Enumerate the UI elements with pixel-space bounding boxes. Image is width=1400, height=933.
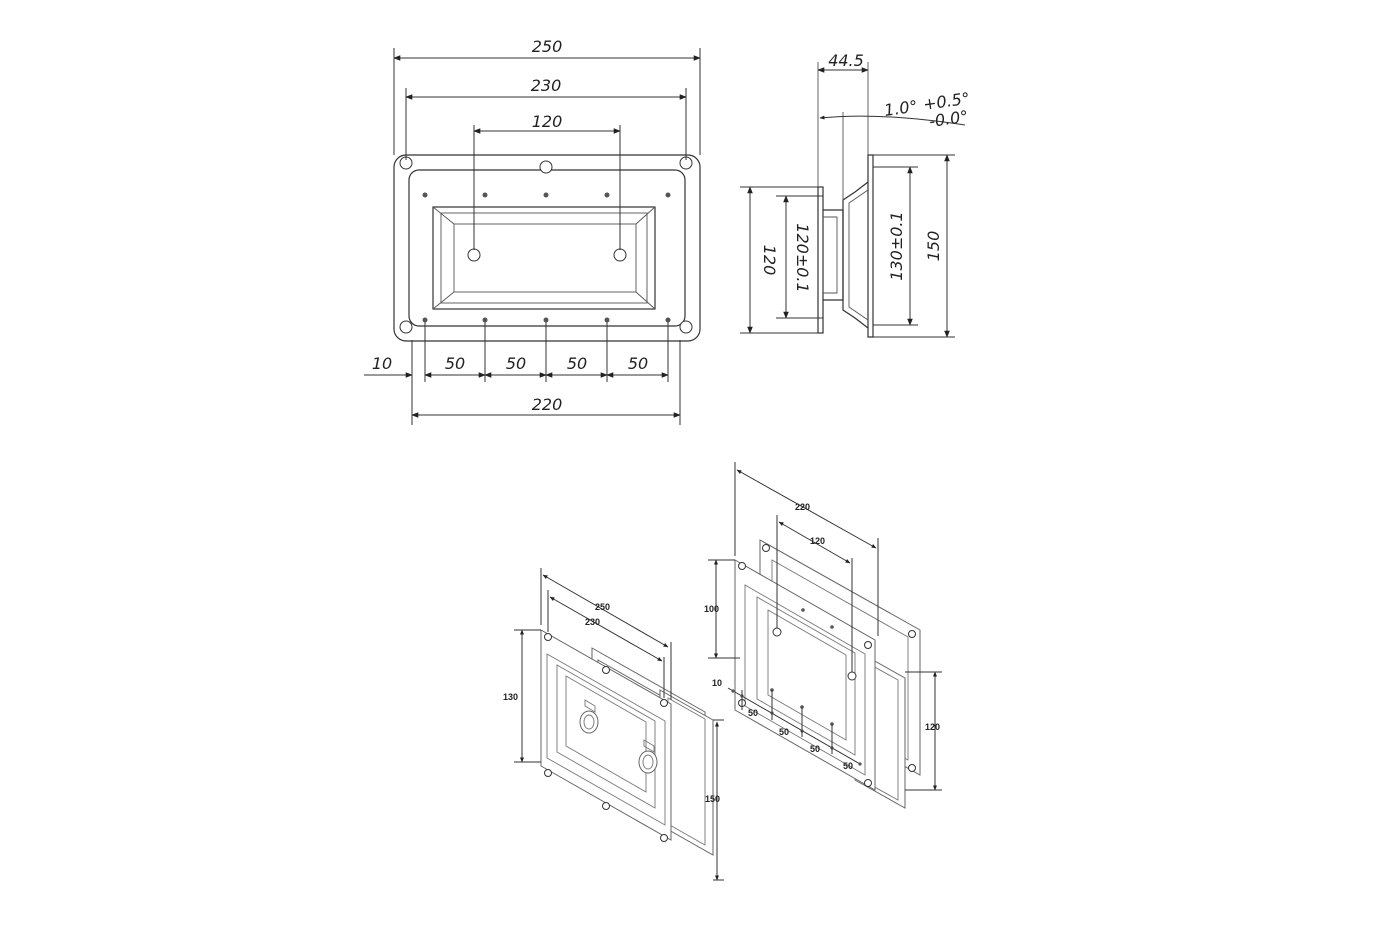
side-view: 44.5 1.0° +0.5° -0.0° 120 120±0.1 130±0.… (740, 51, 971, 338)
dim-50: 50 (567, 354, 587, 373)
handle-hole (613, 248, 627, 262)
iso-right-dim-120-top: 120 (810, 536, 825, 546)
connector-icon (579, 699, 599, 734)
dim-250: 250 (532, 37, 563, 56)
iso-right-dim-10: 10 (712, 678, 722, 688)
side-dim-120: 120 (760, 245, 779, 276)
dim-220: 220 (532, 395, 563, 414)
iso-left-view: 250 230 130 150 (503, 568, 724, 881)
small-holes (422, 192, 671, 323)
iso-right-dim-50: 50 (810, 744, 820, 754)
mount-hole (679, 320, 693, 334)
dim-44-5: 44.5 (828, 51, 864, 70)
dim-10: 10 (372, 354, 392, 373)
dim-120: 120 (532, 112, 563, 131)
outer-flange (393, 154, 701, 342)
recess-outer (432, 206, 656, 310)
iso-left-dim-230: 230 (585, 617, 600, 627)
iso-right-front-plate (734, 559, 876, 791)
dim-50: 50 (628, 354, 648, 373)
side-flange-left (817, 186, 824, 334)
side-dim-120-tol: 120±0.1 (793, 223, 812, 292)
iso-left-dim-130: 130 (503, 692, 518, 702)
mount-hole (539, 160, 553, 174)
dim-230: 230 (531, 76, 562, 95)
dim-50: 50 (506, 354, 526, 373)
connector-icon (638, 739, 658, 774)
iso-right-dim-50: 50 (779, 727, 789, 737)
handle-hole (467, 248, 481, 262)
angle-main: 1.0° (883, 96, 919, 119)
recess-mid (440, 212, 648, 304)
iso-right-dim-50: 50 (748, 708, 758, 718)
iso-left-dim-250: 250 (595, 602, 610, 612)
iso-left-dim-150: 150 (705, 794, 720, 804)
iso-right-dim-50: 50 (843, 761, 853, 771)
side-dim-130-tol: 130±0.1 (887, 211, 906, 280)
iso-right-dim-100: 100 (704, 604, 719, 614)
dim-50: 50 (445, 354, 465, 373)
side-flange-right (867, 154, 874, 338)
bottom-chain-dims: 10 50 50 50 50 (364, 322, 669, 425)
side-dim-150: 150 (924, 231, 943, 262)
mount-hole (399, 320, 413, 334)
recess-inner (453, 223, 637, 293)
iso-right-dim-220: 220 (795, 502, 810, 512)
iso-right-view: 220 120 100 10 50 50 50 50 (704, 462, 942, 809)
iso-right-chain-dims: 10 50 50 50 50 (712, 678, 862, 771)
front-view: 250 230 120 10 50 50 50 50 (364, 37, 701, 425)
angle-tol-minus: -0.0° (928, 107, 969, 131)
iso-right-dim-120-right: 120 (925, 722, 940, 732)
